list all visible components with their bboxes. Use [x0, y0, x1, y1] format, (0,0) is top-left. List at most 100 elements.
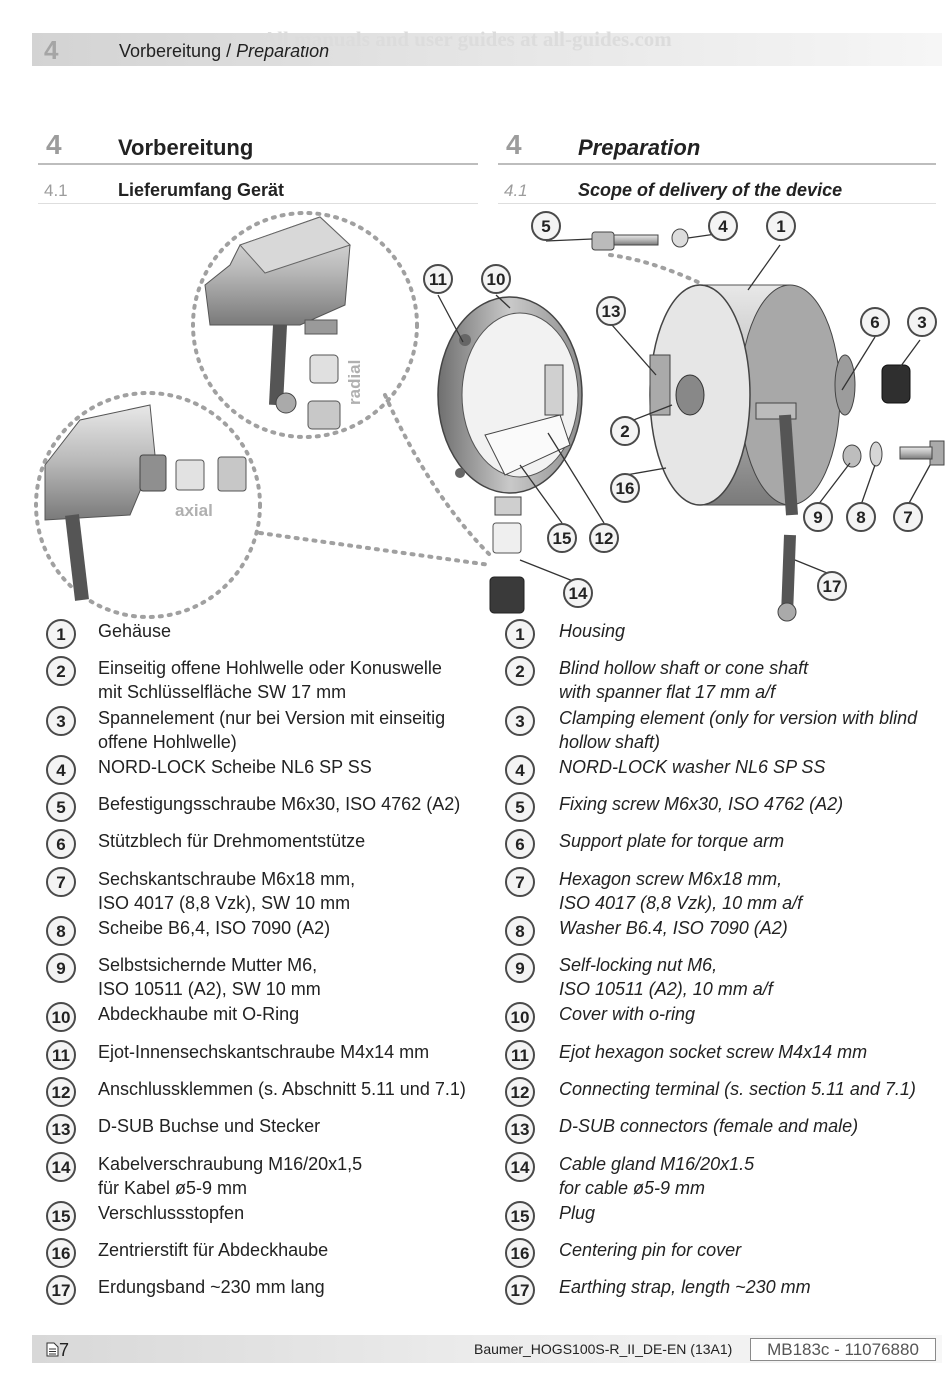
item-line: Einseitig offene Hohlwelle oder Konuswel… — [98, 658, 442, 678]
item-number-badge: 14 — [46, 1152, 76, 1182]
item-text-de: Zentrierstift für Abdeckhaube — [98, 1239, 328, 1263]
callout-12: 12 — [589, 523, 619, 553]
item-line: Zentrierstift für Abdeckhaube — [98, 1240, 329, 1260]
item-line: Verschlussstopfen — [98, 1203, 245, 1223]
item-text-en: Support plate for torque arm — [559, 830, 784, 854]
item-text-de: NORD-LOCK Scheibe NL6 SP SS — [98, 756, 372, 780]
item-line: für Kabel ø5-9 mm — [98, 1177, 248, 1198]
subsection-title: Lieferumfang Gerät — [118, 180, 285, 200]
item-line: Fixing screw M6x30, ISO 4762 (A2) — [559, 794, 844, 814]
item-text-en: Fixing screw M6x30, ISO 4762 (A2) — [559, 793, 843, 817]
item-line: Hexagon screw M6x18 mm, — [559, 869, 783, 889]
item-number-badge: 12 — [46, 1077, 76, 1107]
item-text-en: D-SUB connectors (female and male) — [559, 1115, 858, 1139]
item-line: Washer B6.4, ISO 7090 (A2) — [559, 918, 788, 938]
item-text-de: Ejot-Innensechskantschraube M4x14 mm — [98, 1041, 429, 1065]
item-text-de: D-SUB Buchse und Stecker — [98, 1115, 320, 1139]
item-number-badge: 9 — [505, 953, 535, 983]
callout-3: 3 — [907, 307, 937, 337]
item-line: Ejot-Innensechskantschraube M4x14 mm — [98, 1042, 430, 1062]
item-number-badge: 14 — [505, 1152, 535, 1182]
item-number-badge: 13 — [505, 1114, 535, 1144]
page-number-value: 7 — [59, 1340, 70, 1360]
item-text-de: Befestigungsschraube M6x30, ISO 4762 (A2… — [98, 793, 460, 817]
item-line: Blind hollow shaft or cone shaft — [559, 658, 809, 678]
item-text-en: Blind hollow shaft or cone shaft with spa… — [559, 657, 808, 704]
header-title-en: Preparation — [236, 41, 330, 61]
item-number-badge: 13 — [46, 1114, 76, 1144]
item-number-badge: 5 — [46, 792, 76, 822]
item-number-badge: 11 — [46, 1040, 76, 1070]
radial-label: radial — [345, 360, 364, 405]
item-line: with spanner flat 17 mm a/f — [559, 681, 776, 702]
item-text-en: Washer B6.4, ISO 7090 (A2) — [559, 917, 788, 941]
callout-7: 7 — [893, 502, 923, 532]
item-number-badge: 7 — [46, 867, 76, 897]
item-number-badge: 11 — [505, 1040, 535, 1070]
section-number: 4 — [506, 129, 522, 160]
item-number-badge: 2 — [505, 656, 535, 686]
item-number-badge: 5 — [505, 792, 535, 822]
item-number-badge: 1 — [46, 619, 76, 649]
item-line: Clamping element (only for version with … — [559, 708, 918, 728]
item-number-badge: 16 — [505, 1238, 535, 1268]
callout-16: 16 — [610, 473, 640, 503]
callout-13: 13 — [596, 296, 626, 326]
subsection-heading-de: 4.1 Lieferumfang Gerät — [38, 179, 478, 204]
item-text-de: Erdungsband ~230 mm lang — [98, 1276, 325, 1300]
callout-14: 14 — [563, 578, 593, 608]
cover-part — [437, 296, 583, 614]
item-number-badge: 4 — [46, 755, 76, 785]
item-line: Cover with o-ring — [559, 1004, 696, 1024]
callout-15: 15 — [547, 523, 577, 553]
subsection-title: Scope of delivery of the device — [578, 180, 843, 200]
item-line: Befestigungsschraube M6x30, ISO 4762 (A2… — [98, 794, 461, 814]
header-title: Vorbereitung / Preparation — [119, 41, 329, 62]
section-number: 4 — [46, 129, 62, 160]
callout-9: 9 — [803, 502, 833, 532]
item-line: Self-locking nut M6, — [559, 955, 718, 975]
item-text-de: Verschlussstopfen — [98, 1202, 244, 1226]
housing-part — [649, 284, 856, 622]
item-number-badge: 1 — [505, 619, 535, 649]
item-text-en: NORD-LOCK washer NL6 SP SS — [559, 756, 825, 780]
item-line: mit Schlüsselfläche SW 17 mm — [98, 681, 347, 702]
callout-17: 17 — [817, 571, 847, 601]
section-title: Vorbereitung — [118, 135, 254, 160]
item-text-de: Stützblech für Drehmomentstütze — [98, 830, 365, 854]
item-line: ISO 4017 (8,8 Vzk), SW 10 mm — [98, 892, 351, 913]
item-number-badge: 6 — [505, 829, 535, 859]
item-text-de: Abdeckhaube mit O-Ring — [98, 1003, 299, 1027]
callout-4: 4 — [708, 211, 738, 241]
subsection-heading-en: 4.1 Scope of delivery of the device — [498, 179, 936, 204]
item-line: Cable gland M16/20x1.5 — [559, 1154, 755, 1174]
item-line: NORD-LOCK Scheibe NL6 SP SS — [98, 757, 372, 777]
item-number-badge: 2 — [46, 656, 76, 686]
radial-detail: radial — [191, 211, 419, 439]
page-footer: 7 Baumer_HOGS100S-R_II_DE-EN (13A1) MB18… — [32, 1335, 942, 1363]
watermark: All manuals and user guides at all-guide… — [262, 27, 672, 51]
item-number-badge: 17 — [46, 1275, 76, 1305]
item-line: ISO 10511 (A2), 10 mm a/f — [559, 978, 773, 999]
running-header: 4 Vorbereitung / Preparation — [32, 33, 942, 66]
item-line: Stützblech für Drehmomentstütze — [98, 831, 366, 851]
item-text-en: Connecting terminal (s. section 5.11 and… — [559, 1078, 916, 1102]
header-title-de: Vorbereitung — [119, 41, 222, 61]
item-text-en: Hexagon screw M6x18 mm,ISO 4017 (8,8 Vzk… — [559, 868, 802, 915]
item-text-en: Self-locking nut M6, ISO 10511 (A2), 10 m… — [559, 954, 773, 1001]
document-code: MB183c - 11076880 — [750, 1338, 936, 1361]
item-text-de: Sechskantschraube M6x18 mm,ISO 4017 (8,8… — [98, 868, 355, 915]
item-line: Earthing strap, length ~230 mm — [559, 1277, 811, 1297]
item-number-badge: 8 — [46, 916, 76, 946]
item-line: Erdungsband ~230 mm lang — [98, 1277, 325, 1297]
item-number-badge: 10 — [505, 1002, 535, 1032]
callout-6: 6 — [860, 307, 890, 337]
section-heading-de: 4 Vorbereitung — [38, 129, 478, 165]
item-line: for cable ø5-9 mm — [559, 1177, 706, 1198]
item-text-de: Scheibe B6,4, ISO 7090 (A2) — [98, 917, 330, 941]
section-title: Preparation — [578, 135, 701, 160]
item-line: Plug — [559, 1203, 596, 1223]
item-text-en: Centering pin for cover — [559, 1239, 741, 1263]
item-line: Anschlussklemmen (s. Abschnitt 5.11 und … — [98, 1079, 466, 1099]
document-icon — [46, 1342, 59, 1357]
